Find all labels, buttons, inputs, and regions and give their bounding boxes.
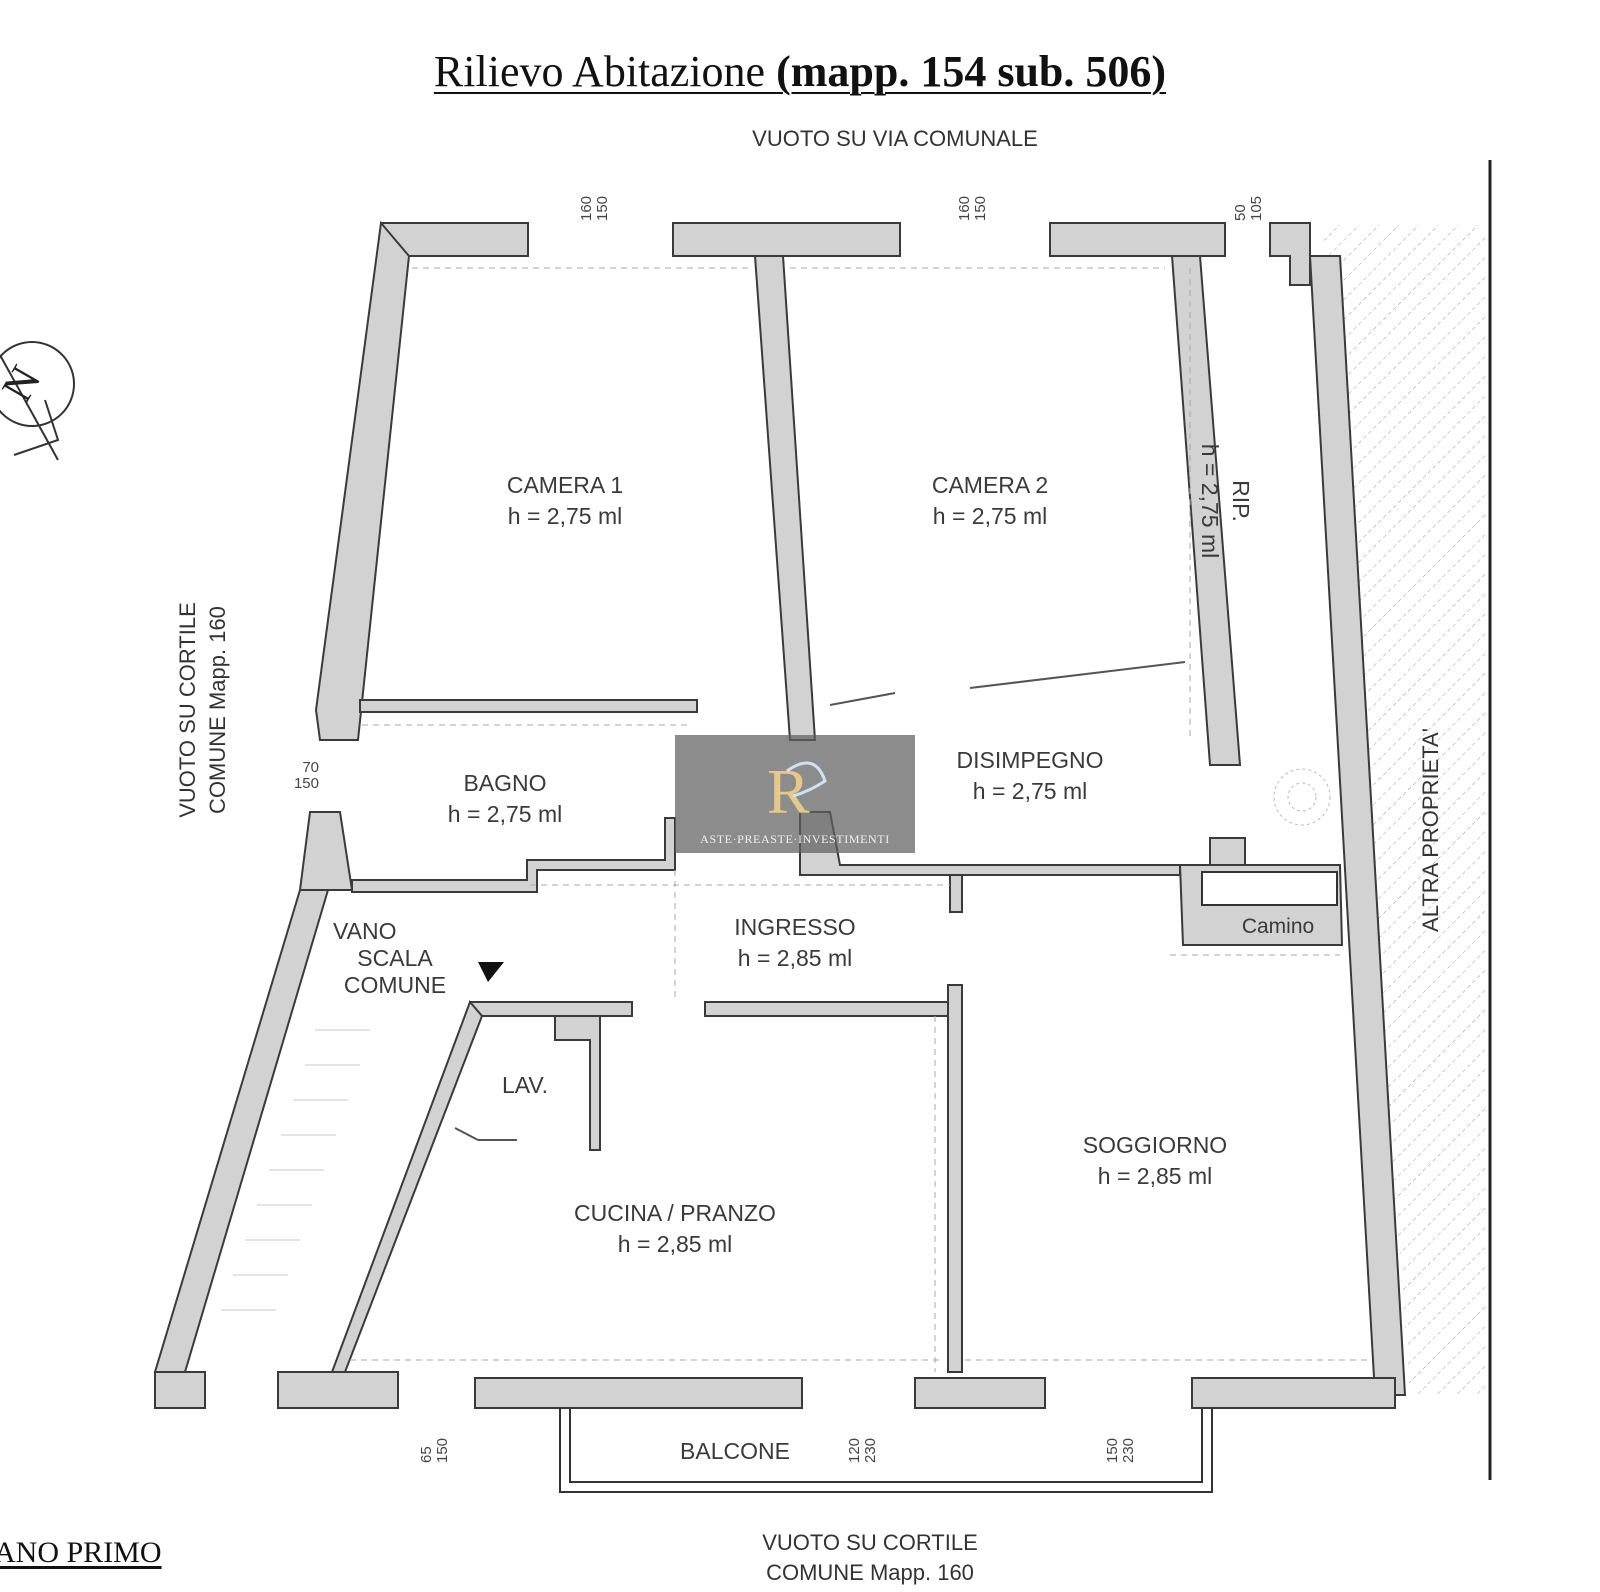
entry-arrow-icon <box>478 962 504 982</box>
room-camera1-name: CAMERA 1 <box>506 472 624 498</box>
room-camera1: CAMERA 1 h = 2,75 ml <box>465 470 665 532</box>
room-camera2-name: CAMERA 2 <box>931 472 1049 498</box>
room-cucina: CUCINA / PRANZO h = 2,85 ml <box>555 1198 795 1260</box>
room-cucina-name: CUCINA / PRANZO <box>574 1200 776 1226</box>
wall-stair-outer <box>153 889 330 1373</box>
floor-label: ANO PRIMO <box>0 1536 162 1569</box>
label-camino: Camino <box>1241 915 1315 938</box>
label-top-street: VUOTO SU VIA COMUNALE <box>752 126 1038 151</box>
room-disimpegno-name: DISIMPEGNO <box>956 747 1104 773</box>
wall-cucina-soggiorno <box>947 984 963 1373</box>
wall-camera1-camera2 <box>753 255 817 741</box>
watermark-text: ASTE·PREASTE·INVESTIMENTI <box>700 832 890 846</box>
room-camera2-height: h = 2,75 ml <box>932 503 1048 529</box>
wall-soggiorno-top <box>704 1001 961 1017</box>
room-camera2: CAMERA 2 h = 2,75 ml <box>890 470 1090 532</box>
wall-bottom-2 <box>277 1371 399 1409</box>
room-ingresso-height: h = 2,85 ml <box>737 945 853 971</box>
room-rip-name: RIP. <box>1228 480 1254 522</box>
wall-left-upper <box>314 220 411 741</box>
label-left-line2: COMUNE Mapp. 160 <box>205 606 230 814</box>
wall-bottom-5 <box>1191 1377 1396 1409</box>
room-disimpegno-height: h = 2,75 ml <box>972 778 1088 804</box>
vano-scala-line2: SCALA <box>357 945 433 971</box>
room-bagno-height: h = 2,75 ml <box>447 801 563 827</box>
label-balcone: BALCONE <box>680 1438 790 1464</box>
room-soggiorno-height: h = 2,85 ml <box>1097 1163 1213 1189</box>
wall-right <box>1308 255 1407 1396</box>
label-right-property: ALTRA PROPRIETA' <box>1418 728 1443 932</box>
watermark-logo: R ASTE·PREASTE·INVESTIMENTI <box>675 735 915 853</box>
dimension-lines <box>350 267 1370 1372</box>
wall-top-2 <box>672 222 901 257</box>
wall-bagno-top <box>359 699 698 713</box>
label-bottom-line1: VUOTO SU CORTILE <box>762 1530 978 1555</box>
wall-bottom-4 <box>914 1377 1046 1409</box>
wall-camera2-rip <box>1170 255 1242 766</box>
wall-stair-inner <box>330 1000 484 1373</box>
room-soggiorno: SOGGIORNO h = 2,85 ml <box>1060 1130 1250 1192</box>
room-soggiorno-name: SOGGIORNO <box>1082 1132 1228 1158</box>
wall-bottom-1 <box>154 1371 206 1409</box>
label-left-line1: VUOTO SU CORTILE <box>175 602 200 818</box>
room-ingresso-name: INGRESSO <box>734 914 856 940</box>
camino-opening <box>1201 871 1338 906</box>
wall-bottom-3 <box>474 1377 803 1409</box>
room-camera1-height: h = 2,75 ml <box>507 503 623 529</box>
drawing-title: Rilievo Abitazione (mapp. 154 sub. 506) <box>433 47 1167 96</box>
svg-text:N: N <box>0 358 50 410</box>
room-bagno-name: BAGNO <box>463 770 547 796</box>
room-disimpegno: DISIMPEGNO h = 2,75 ml <box>930 745 1130 807</box>
door-leaves <box>454 661 1186 1141</box>
wall-cucina-top <box>469 1001 633 1017</box>
room-vano-scala: VANO SCALA COMUNE <box>325 918 465 999</box>
room-ingresso: INGRESSO h = 2,85 ml <box>700 912 890 974</box>
watermark-monogram-icon: R <box>767 756 827 827</box>
room-lav: LAV. <box>501 1072 549 1098</box>
wall-rip-stub <box>1209 837 1246 866</box>
vano-scala-line3: COMUNE <box>343 972 447 998</box>
label-left-courtyard: VUOTO SU CORTILE COMUNE Mapp. 160 <box>173 580 237 840</box>
wall-top-4 <box>1269 222 1311 286</box>
balcony-outline <box>559 1408 1213 1493</box>
label-bottom-line2: COMUNE Mapp. 160 <box>766 1560 974 1585</box>
neighbour-property-hatch <box>1322 160 1492 1480</box>
room-rip: RIP. h = 2,75 ml <box>1194 426 1256 576</box>
wall-stub-mid <box>949 874 963 913</box>
room-cucina-height: h = 2,85 ml <box>617 1231 733 1257</box>
north-compass-icon: N <box>0 341 75 461</box>
wall-top-3 <box>1049 222 1226 257</box>
stair-steps <box>221 1029 370 1311</box>
label-bottom-courtyard: VUOTO SU CORTILE COMUNE Mapp. 160 <box>720 1528 1020 1588</box>
wall-lav <box>554 1015 601 1151</box>
rosette-icon <box>1273 768 1331 826</box>
room-bagno: BAGNO h = 2,75 ml <box>420 768 590 830</box>
vano-scala-line1: VANO <box>333 918 397 944</box>
room-rip-height: h = 2,75 ml <box>1197 443 1223 559</box>
wall-left-stub <box>298 811 354 891</box>
